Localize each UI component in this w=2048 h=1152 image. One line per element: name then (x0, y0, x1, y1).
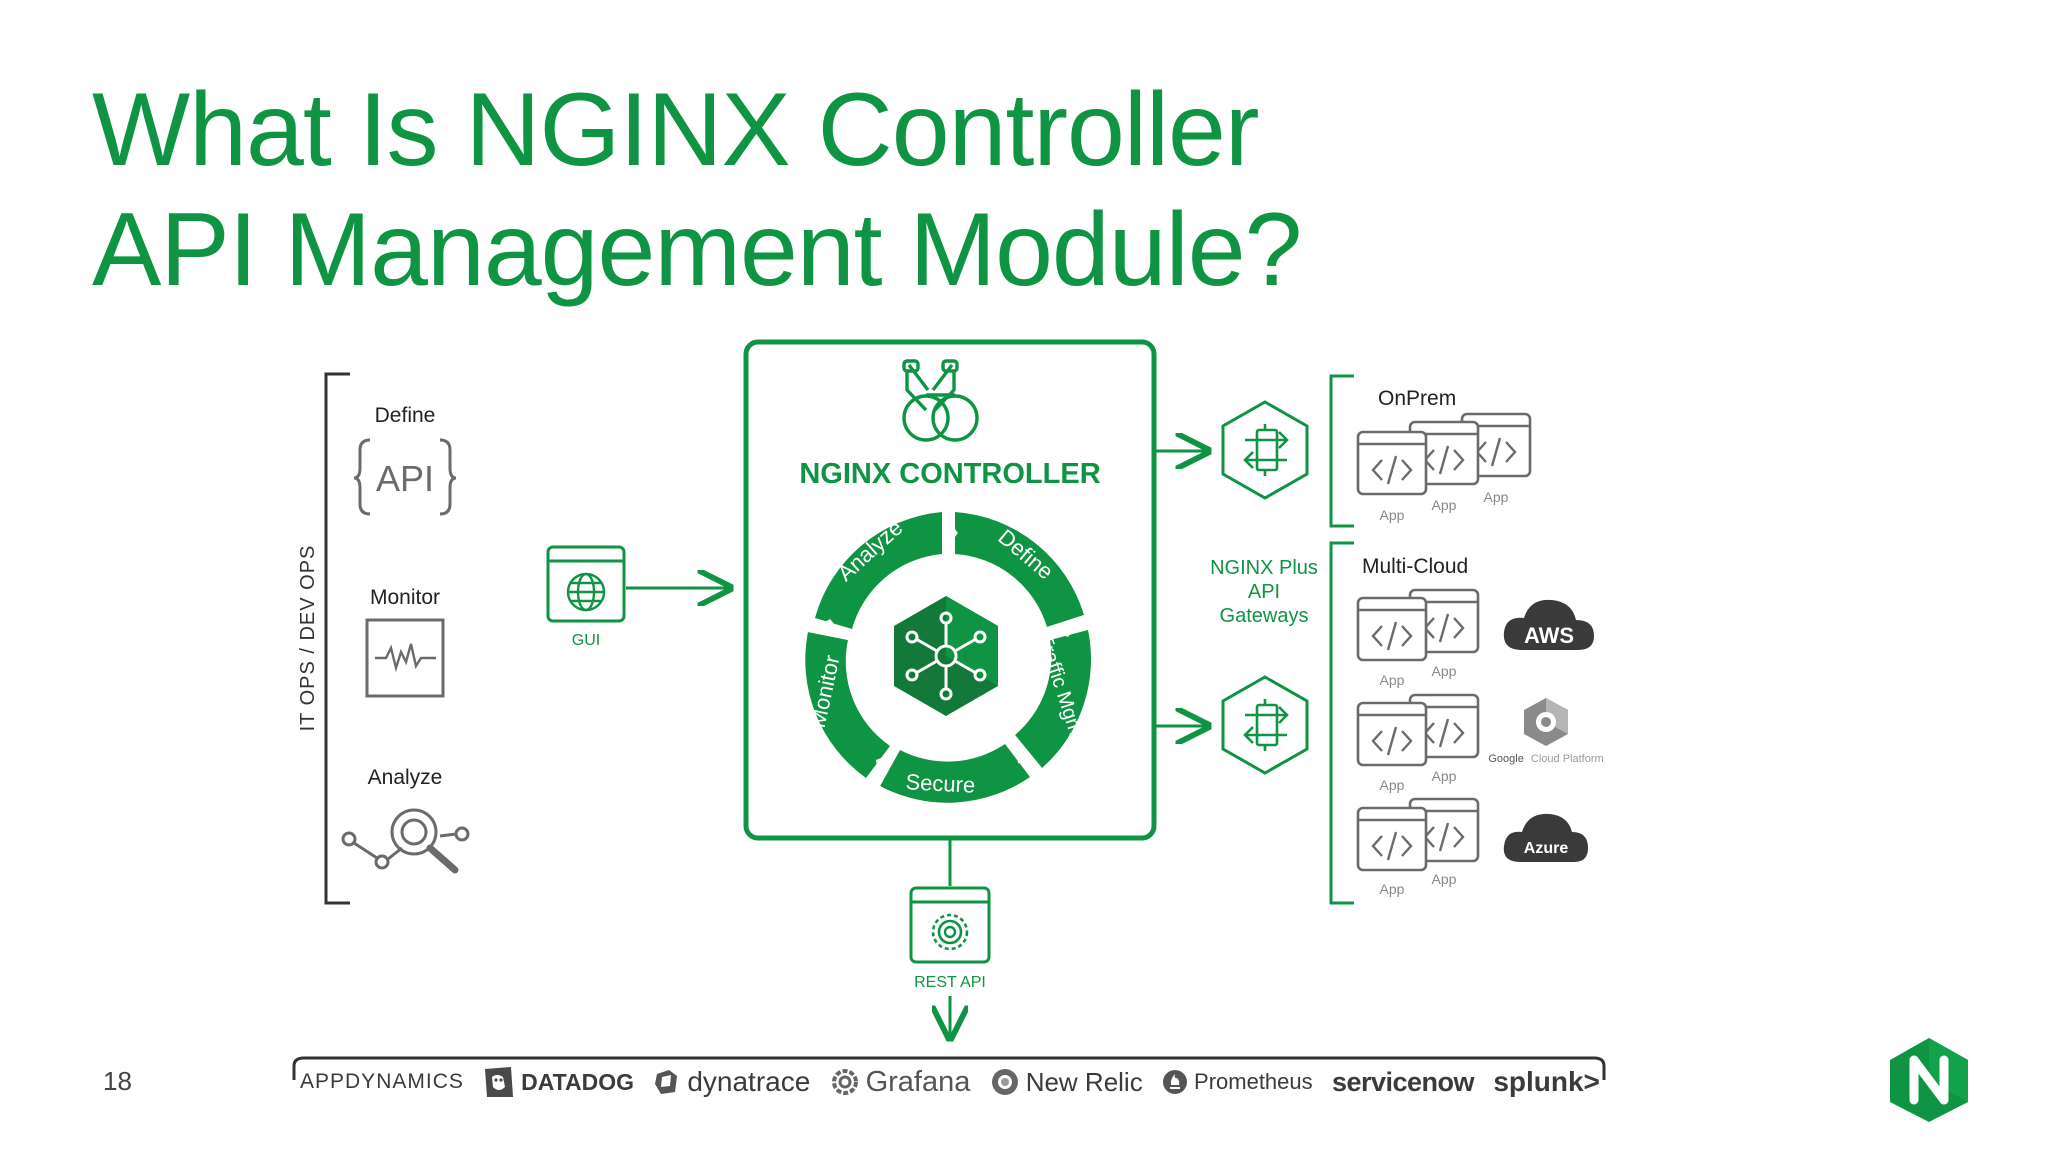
cycle-segment-analyze (815, 512, 942, 629)
slide-title: What Is NGINX Controller API Management … (92, 70, 1302, 310)
gateways-label: NGINX Plus API Gateways (1210, 557, 1318, 627)
logo-datadog: DATADOG (483, 1065, 634, 1099)
app-window-icon (1356, 701, 1428, 767)
left-bracket (324, 372, 350, 905)
logo-grafana: Grafana (830, 1065, 971, 1099)
app-window-icon (1356, 806, 1428, 872)
cycle-segment-define (955, 512, 1084, 627)
servicenow-wordmark: servicenow (1331, 1066, 1475, 1097)
cycle-segment-traffic (1015, 630, 1091, 768)
datadog-dog-icon (485, 1067, 514, 1097)
magnifier-analytics-icon (341, 808, 470, 874)
api-gateway-hexagon-icon (1221, 400, 1309, 500)
rest-api-label: REST API (914, 974, 986, 991)
logo-newrelic: New Relic (990, 1067, 1143, 1098)
gateways-label-line-2: API (1248, 581, 1280, 603)
page-number: 18 (103, 1066, 132, 1096)
appdynamics-wordmark: APPDYNAMICS (300, 1070, 464, 1093)
logo-splunk: splunk> (1493, 1066, 1600, 1098)
app-label: App (1380, 881, 1405, 897)
monitor-label: Monitor (370, 586, 440, 609)
integrations-logos: APPDYNAMICS DATADOG dynatrace Grafana Ne… (300, 1060, 1600, 1104)
left-panel: IT OPS / DEV OPS Define API Monitor Anal… (297, 372, 470, 905)
cycle-segment-secure (880, 744, 1030, 803)
app-window-icon (1356, 430, 1428, 496)
app-label: App (1432, 663, 1457, 679)
analyze-label: Analyze (368, 766, 443, 789)
monitor-waveform-icon (365, 618, 445, 698)
dynatrace-wordmark: dynatrace (687, 1066, 811, 1097)
gateways-label-line-1: NGINX Plus (1210, 557, 1318, 579)
google-cloud-icon: Google Cloud Platform (1488, 698, 1604, 765)
app-label: App (1432, 871, 1457, 887)
onprem-title: OnPrem (1378, 387, 1456, 410)
api-gateway-hexagon-icon (1221, 675, 1309, 775)
prometheus-icon (1163, 1070, 1188, 1094)
controller-title: NGINX CONTROLLER (799, 458, 1100, 490)
grafana-icon (831, 1069, 858, 1095)
logo-dynatrace: dynatrace (653, 1066, 810, 1098)
it-ops-dev-ops-label: IT OPS / DEV OPS (297, 545, 319, 732)
nginx-logo-icon (1890, 1038, 1968, 1122)
api-braces-icon: API (353, 438, 457, 516)
gateways-label-line-3: Gateways (1220, 605, 1309, 627)
google-cloud-label-google: Google (1488, 753, 1523, 765)
app-label: App (1484, 489, 1509, 505)
google-cloud-label-platform: Cloud Platform (1531, 753, 1604, 765)
app-label: App (1380, 672, 1405, 688)
aws-cloud-icon: AWS (1503, 599, 1594, 650)
cycle-label-secure: Secure (905, 769, 976, 798)
lifecycle-ring: Analyze Define Traffic Mgmt. Secure Moni… (805, 512, 1091, 803)
binoculars-icon (902, 359, 979, 442)
api-icon-text: API (376, 458, 434, 499)
onprem-group: OnPrem App App App (1329, 374, 1532, 528)
hub-hexagon-icon (894, 596, 998, 716)
aws-label: AWS (1524, 623, 1574, 648)
newrelic-wordmark: New Relic (1025, 1066, 1143, 1097)
azure-cloud-icon: Azure (1503, 813, 1588, 862)
logo-prometheus: Prometheus (1162, 1069, 1313, 1095)
app-label: App (1432, 497, 1457, 513)
splunk-wordmark: splunk> (1493, 1066, 1600, 1097)
nginx-controller-box: NGINX CONTROLLER Analyze Define Traffic … (743, 339, 1157, 841)
logo-servicenow: servicenow (1331, 1066, 1475, 1098)
multicloud-group: Multi-Cloud App App App App App App AWS … (1329, 541, 1604, 905)
newrelic-icon (991, 1069, 1018, 1095)
app-window-icon (1356, 596, 1428, 662)
globe-window-icon (546, 545, 626, 623)
app-label: App (1380, 507, 1405, 523)
cycle-segment-monitor (805, 632, 890, 778)
integrations-bracket (292, 1056, 1606, 1080)
gear-window-icon (909, 886, 991, 964)
logo-appdynamics: APPDYNAMICS (300, 1070, 464, 1094)
dynatrace-icon (655, 1070, 678, 1094)
grafana-wordmark: Grafana (865, 1065, 971, 1098)
gui-label: GUI (572, 632, 600, 649)
app-label: App (1380, 777, 1405, 793)
define-label: Define (375, 404, 436, 427)
multicloud-title: Multi-Cloud (1362, 555, 1468, 578)
prometheus-wordmark: Prometheus (1194, 1069, 1313, 1094)
google-cloud-label: Google Cloud Platform (1488, 753, 1603, 765)
slide-title-line-2: API Management Module? (92, 192, 1302, 308)
slide-title-line-1: What Is NGINX Controller (92, 72, 1260, 188)
azure-label: Azure (1524, 840, 1569, 857)
datadog-wordmark: DATADOG (521, 1068, 635, 1095)
gui-node[interactable]: GUI (546, 545, 626, 649)
app-label: App (1432, 768, 1457, 784)
rest-api-node[interactable]: REST API (909, 886, 991, 991)
